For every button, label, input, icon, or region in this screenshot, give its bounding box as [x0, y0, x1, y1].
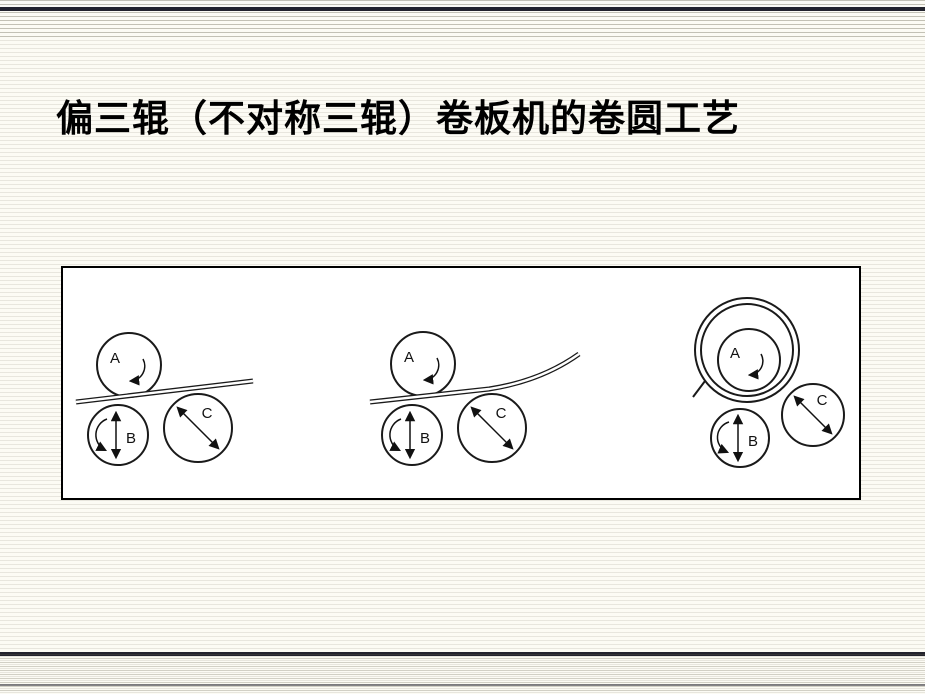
stage2-roller-b-label: B: [420, 430, 430, 447]
stage1-roller-a-rotation-arrow-icon: [128, 358, 146, 386]
stage1-roller-b-rotation-arrow-icon: [95, 418, 108, 452]
stage2-roller-c-label: C: [496, 405, 507, 422]
stage1-plate-core: [75, 379, 254, 404]
stage3-roller-a-circle: [717, 328, 781, 392]
stage1-roller-c-label: C: [202, 405, 213, 422]
stage3-roller-a-label: A: [730, 345, 740, 362]
stage2-roller-a-rotation-arrow-icon: [422, 357, 440, 385]
stage3-roller-c-label: C: [817, 392, 828, 409]
stage2-roller-a-label: A: [404, 349, 414, 366]
rolling-process-diagram: A B C A B C: [75, 297, 845, 468]
stage2-roller-c-diagonal-adjust-arrow-icon: [470, 406, 514, 450]
slide-title: 偏三辊（不对称三辊）卷板机的卷圆工艺: [56, 98, 740, 139]
stage3-roller-a-rotation-arrow-icon: [747, 353, 764, 380]
stage-2-group: A B C: [369, 331, 581, 466]
stage1-roller-a-circle: [96, 332, 162, 398]
top-accent-line: [0, 7, 925, 11]
rolling-process-figure: A B C A B C: [61, 266, 861, 500]
stage2-roller-b-circle: [381, 404, 443, 466]
stage-3-group: A B C: [692, 297, 845, 468]
stage3-roller-b-rotation-arrow-icon: [716, 421, 730, 454]
stage1-roller-b-label: B: [126, 430, 136, 447]
stage2-roller-a-circle: [390, 331, 456, 397]
stage3-roller-b-circle: [710, 408, 770, 468]
bottom-accent-line: [0, 652, 925, 656]
stage1-roller-c-diagonal-adjust-arrow-icon: [176, 406, 220, 450]
bottom-stripe-band: [0, 654, 925, 694]
stage1-roller-b-circle: [87, 404, 149, 466]
stage3-rolled-plate-outer-coil: [694, 297, 800, 403]
stage3-rolled-plate-inner-coil: [700, 303, 794, 397]
bottom-secondary-accent-line: [0, 684, 925, 686]
stage2-plate-core: [369, 353, 580, 404]
stage3-roller-b-label: B: [748, 433, 758, 450]
stage-1-group: A B C: [75, 332, 254, 466]
stage1-roller-a-label: A: [110, 350, 120, 367]
stage2-roller-b-rotation-arrow-icon: [389, 418, 402, 452]
top-stripe-band: [0, 0, 925, 40]
stage3-roller-c-diagonal-adjust-arrow-icon: [793, 395, 833, 435]
stage3-rolled-plate-end-tail: [692, 380, 706, 398]
